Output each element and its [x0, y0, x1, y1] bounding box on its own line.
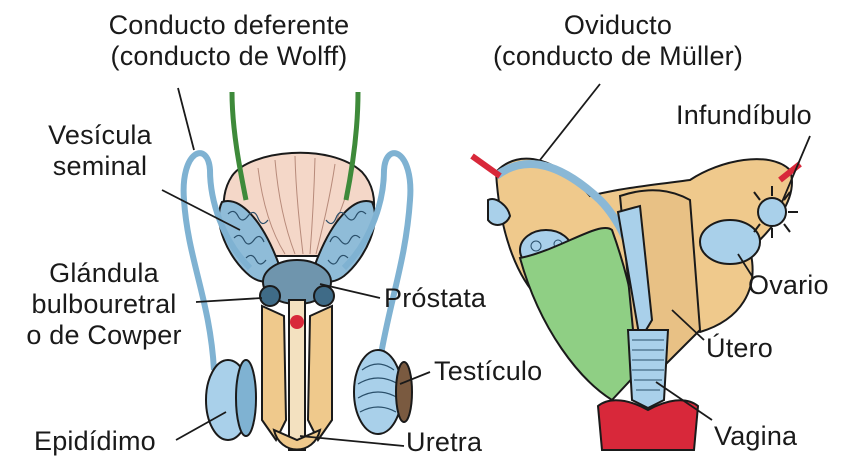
bulbourethral-gland-label: Glándula bulbouretral o de Cowper [6, 258, 202, 351]
ovary-label: Ovario [748, 270, 829, 301]
right-epididymis [396, 362, 412, 422]
oviduct-label-line2: (conducto de Müller) [468, 41, 768, 72]
female-system-illustration [472, 156, 800, 450]
leader-oviduct [540, 84, 600, 160]
vas-deferens-label-line2: (conducto de Wolff) [64, 41, 394, 72]
oviduct-label: Oviducto (conducto de Müller) [468, 10, 768, 72]
seminal-vesicle-label-line2: seminal [30, 151, 170, 182]
prostate-label: Próstata [384, 283, 486, 314]
urethra-bulb-red [290, 315, 304, 329]
left-cowper-gland [260, 286, 280, 306]
left-epididymis [236, 360, 256, 436]
right-cowper-gland [314, 286, 334, 306]
vagina-shape [628, 330, 668, 408]
left-vessel [472, 156, 500, 176]
male-system-illustration [184, 92, 412, 450]
penile-body [262, 306, 286, 440]
right-ovary [700, 220, 760, 264]
oviduct-label-line1: Oviducto [468, 10, 768, 41]
vagina-label: Vagina [714, 421, 797, 452]
bulbourethral-label-line3: o de Cowper [6, 320, 202, 351]
bulbourethral-label-line1: Glándula [6, 258, 202, 289]
uterus-label: Útero [706, 333, 773, 364]
seminal-vesicle-label: Vesícula seminal [30, 120, 170, 182]
bulbourethral-label-line2: bulbouretral [6, 289, 202, 320]
leader-vas-deferens [178, 88, 194, 150]
epididymis-label: Epidídimo [34, 426, 156, 457]
vas-deferens-label-line1: Conducto deferente [64, 10, 394, 41]
testicle-label: Testículo [434, 356, 542, 387]
penile-body-right [308, 306, 332, 440]
infundibulum-label: Infundíbulo [676, 100, 812, 131]
vas-deferens-label: Conducto deferente (conducto de Wolff) [64, 10, 394, 72]
urethra-label: Uretra [406, 427, 482, 458]
seminal-vesicle-label-line1: Vesícula [30, 120, 170, 151]
